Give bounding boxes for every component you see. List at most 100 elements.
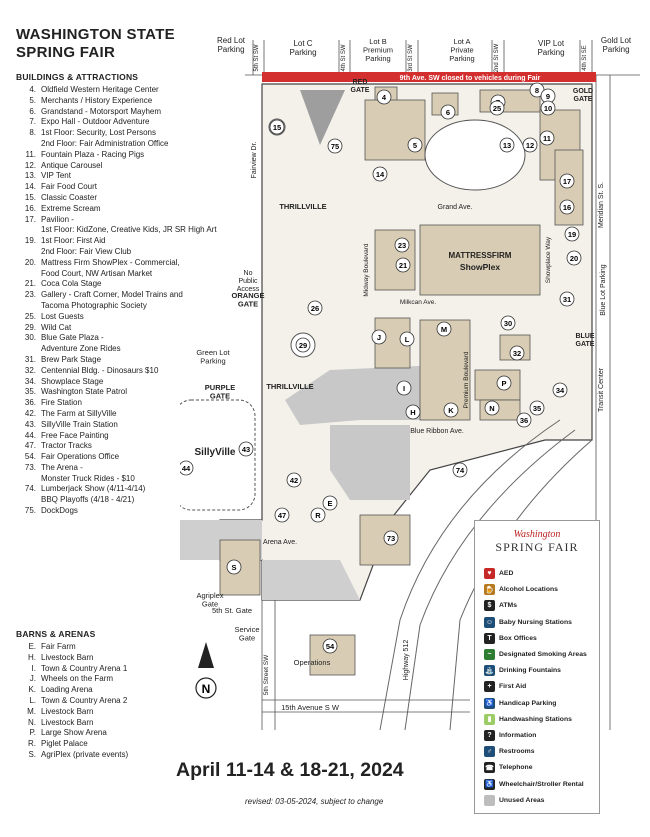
map-marker-label: P [501,379,506,388]
map-marker-16[interactable] [559,199,575,215]
map-marker-30[interactable] [500,315,516,331]
map-marker-k[interactable] [443,402,459,418]
map-marker-42[interactable] [286,472,302,488]
map-marker-label: 34 [556,386,565,395]
building-row: 12.Antique Carousel [16,161,217,172]
building-row: 21.Coca Cola Stage [16,279,217,290]
map-marker-n[interactable] [484,400,500,416]
map-marker-label: 17 [563,177,571,186]
mug-icon: 🍺 [484,584,495,596]
barn-row: K.Loading Arena [16,685,128,696]
map-marker-25[interactable] [489,100,505,116]
barn-number: E. [28,642,36,651]
map-marker-75[interactable] [327,138,343,154]
map-label-milkcan-ave: Milkcan Ave. [400,299,437,306]
building-number: 29. [24,322,36,332]
map-marker-13[interactable] [499,137,515,153]
building-label: 1st Floor: First Aid [41,236,106,246]
legend-item: ▮Handwashing Stations [484,713,572,725]
map-markers: 4567891011121314151617192021232526293031… [180,82,582,654]
map-marker-label: 30 [504,319,512,328]
map-marker-e[interactable] [322,495,338,511]
map-marker-19[interactable] [564,226,580,242]
fair-map[interactable]: 9th Ave. SW closed to vehicles during Fa… [180,30,650,730]
building-row: 74.Lumberjack Show (4/11-4/14) [16,484,217,495]
map-marker-label: S [231,563,236,572]
map-marker-label: 47 [278,511,286,520]
map-marker-m[interactable] [436,321,452,337]
building-label: Fair Operations Office [41,452,120,462]
map-marker-label: 36 [520,416,528,425]
building-number: 17. [24,214,36,224]
map-marker-10[interactable] [540,100,556,116]
legend-item-label: Designated Smoking Areas [499,651,587,658]
title-line-1: WASHINGTON STATE [16,26,175,43]
map-marker-47[interactable] [274,507,290,523]
map-marker-s[interactable] [226,559,242,575]
building-number: 30. [24,333,36,343]
map-marker-p[interactable] [496,375,512,391]
map-label-grand-ave: Grand Ave. [438,204,473,211]
map-marker-23[interactable] [394,237,410,253]
map-marker-73[interactable] [383,530,399,546]
map-marker-17[interactable] [559,173,575,189]
map-marker-h[interactable] [405,404,421,420]
map-label-fifteenth: 15th Avenue S W [281,703,340,712]
map-marker-i[interactable] [396,380,412,396]
building-row: 44.Free Face Painting [16,431,217,442]
map-marker-54[interactable] [322,638,338,654]
building-row: 32.Centennial Bldg. - Dinosaurs $10 [16,366,217,377]
map-marker-34[interactable] [552,382,568,398]
barn-label: AgriPlex (private events) [41,749,129,759]
map-marker-35[interactable] [529,400,545,416]
map-marker-14[interactable] [372,166,388,182]
building-number: 12. [24,160,36,170]
map-marker-11[interactable] [539,130,555,146]
map-marker-label: 16 [563,203,571,212]
building-row: 34.Showplace Stage [16,377,217,388]
map-marker-15[interactable] [269,119,285,135]
map-marker-31[interactable] [559,291,575,307]
map-marker-r[interactable] [310,507,326,523]
barn-number: S. [28,749,36,759]
map-marker-5[interactable] [407,137,423,153]
barn-label: Town & Country Arena 1 [41,663,128,673]
building-label: DockDogs [41,506,78,516]
building-row: 43.SillyVille Train Station [16,420,217,431]
map-marker-l[interactable] [399,331,415,347]
building-number: 74. [24,484,36,494]
map-marker-4[interactable] [376,89,392,105]
map-marker-43[interactable] [238,441,254,457]
building-number [16,269,41,280]
barn-row: H.Livestock Barn [16,653,128,664]
map-marker-j[interactable] [371,329,387,345]
map-marker-12[interactable] [522,137,538,153]
map-marker-label: I [403,384,405,393]
map-label-arena-ave: Arena Ave. [263,539,297,546]
map-marker-label: 31 [563,295,571,304]
building-row: Monster Truck Rides - $10 [16,474,217,485]
map-marker-44[interactable] [180,460,194,476]
building-label: Fountain Plaza - Racing Pigs [41,149,145,159]
map-marker-29[interactable] [295,337,311,353]
map-marker-32[interactable] [509,345,525,361]
dollar-icon: $ [484,600,495,612]
map-label-blue-lot: Blue Lot Parking [600,264,607,315]
building-label: Fire Station [41,398,82,408]
map-marker-74[interactable] [452,462,468,478]
legend-item-label: Alcohol Locations [499,586,558,594]
barn-number: M. [27,706,36,716]
map-marker-6[interactable] [440,104,456,120]
restroom-icon: ♂ [484,746,495,758]
map-marker-36[interactable] [516,412,532,428]
map-marker-21[interactable] [395,257,411,273]
building-row: 13.VIP Tent [16,171,217,182]
map-marker-26[interactable] [307,300,323,316]
map-marker-20[interactable] [566,250,582,266]
map-marker-label: 11 [543,134,551,143]
